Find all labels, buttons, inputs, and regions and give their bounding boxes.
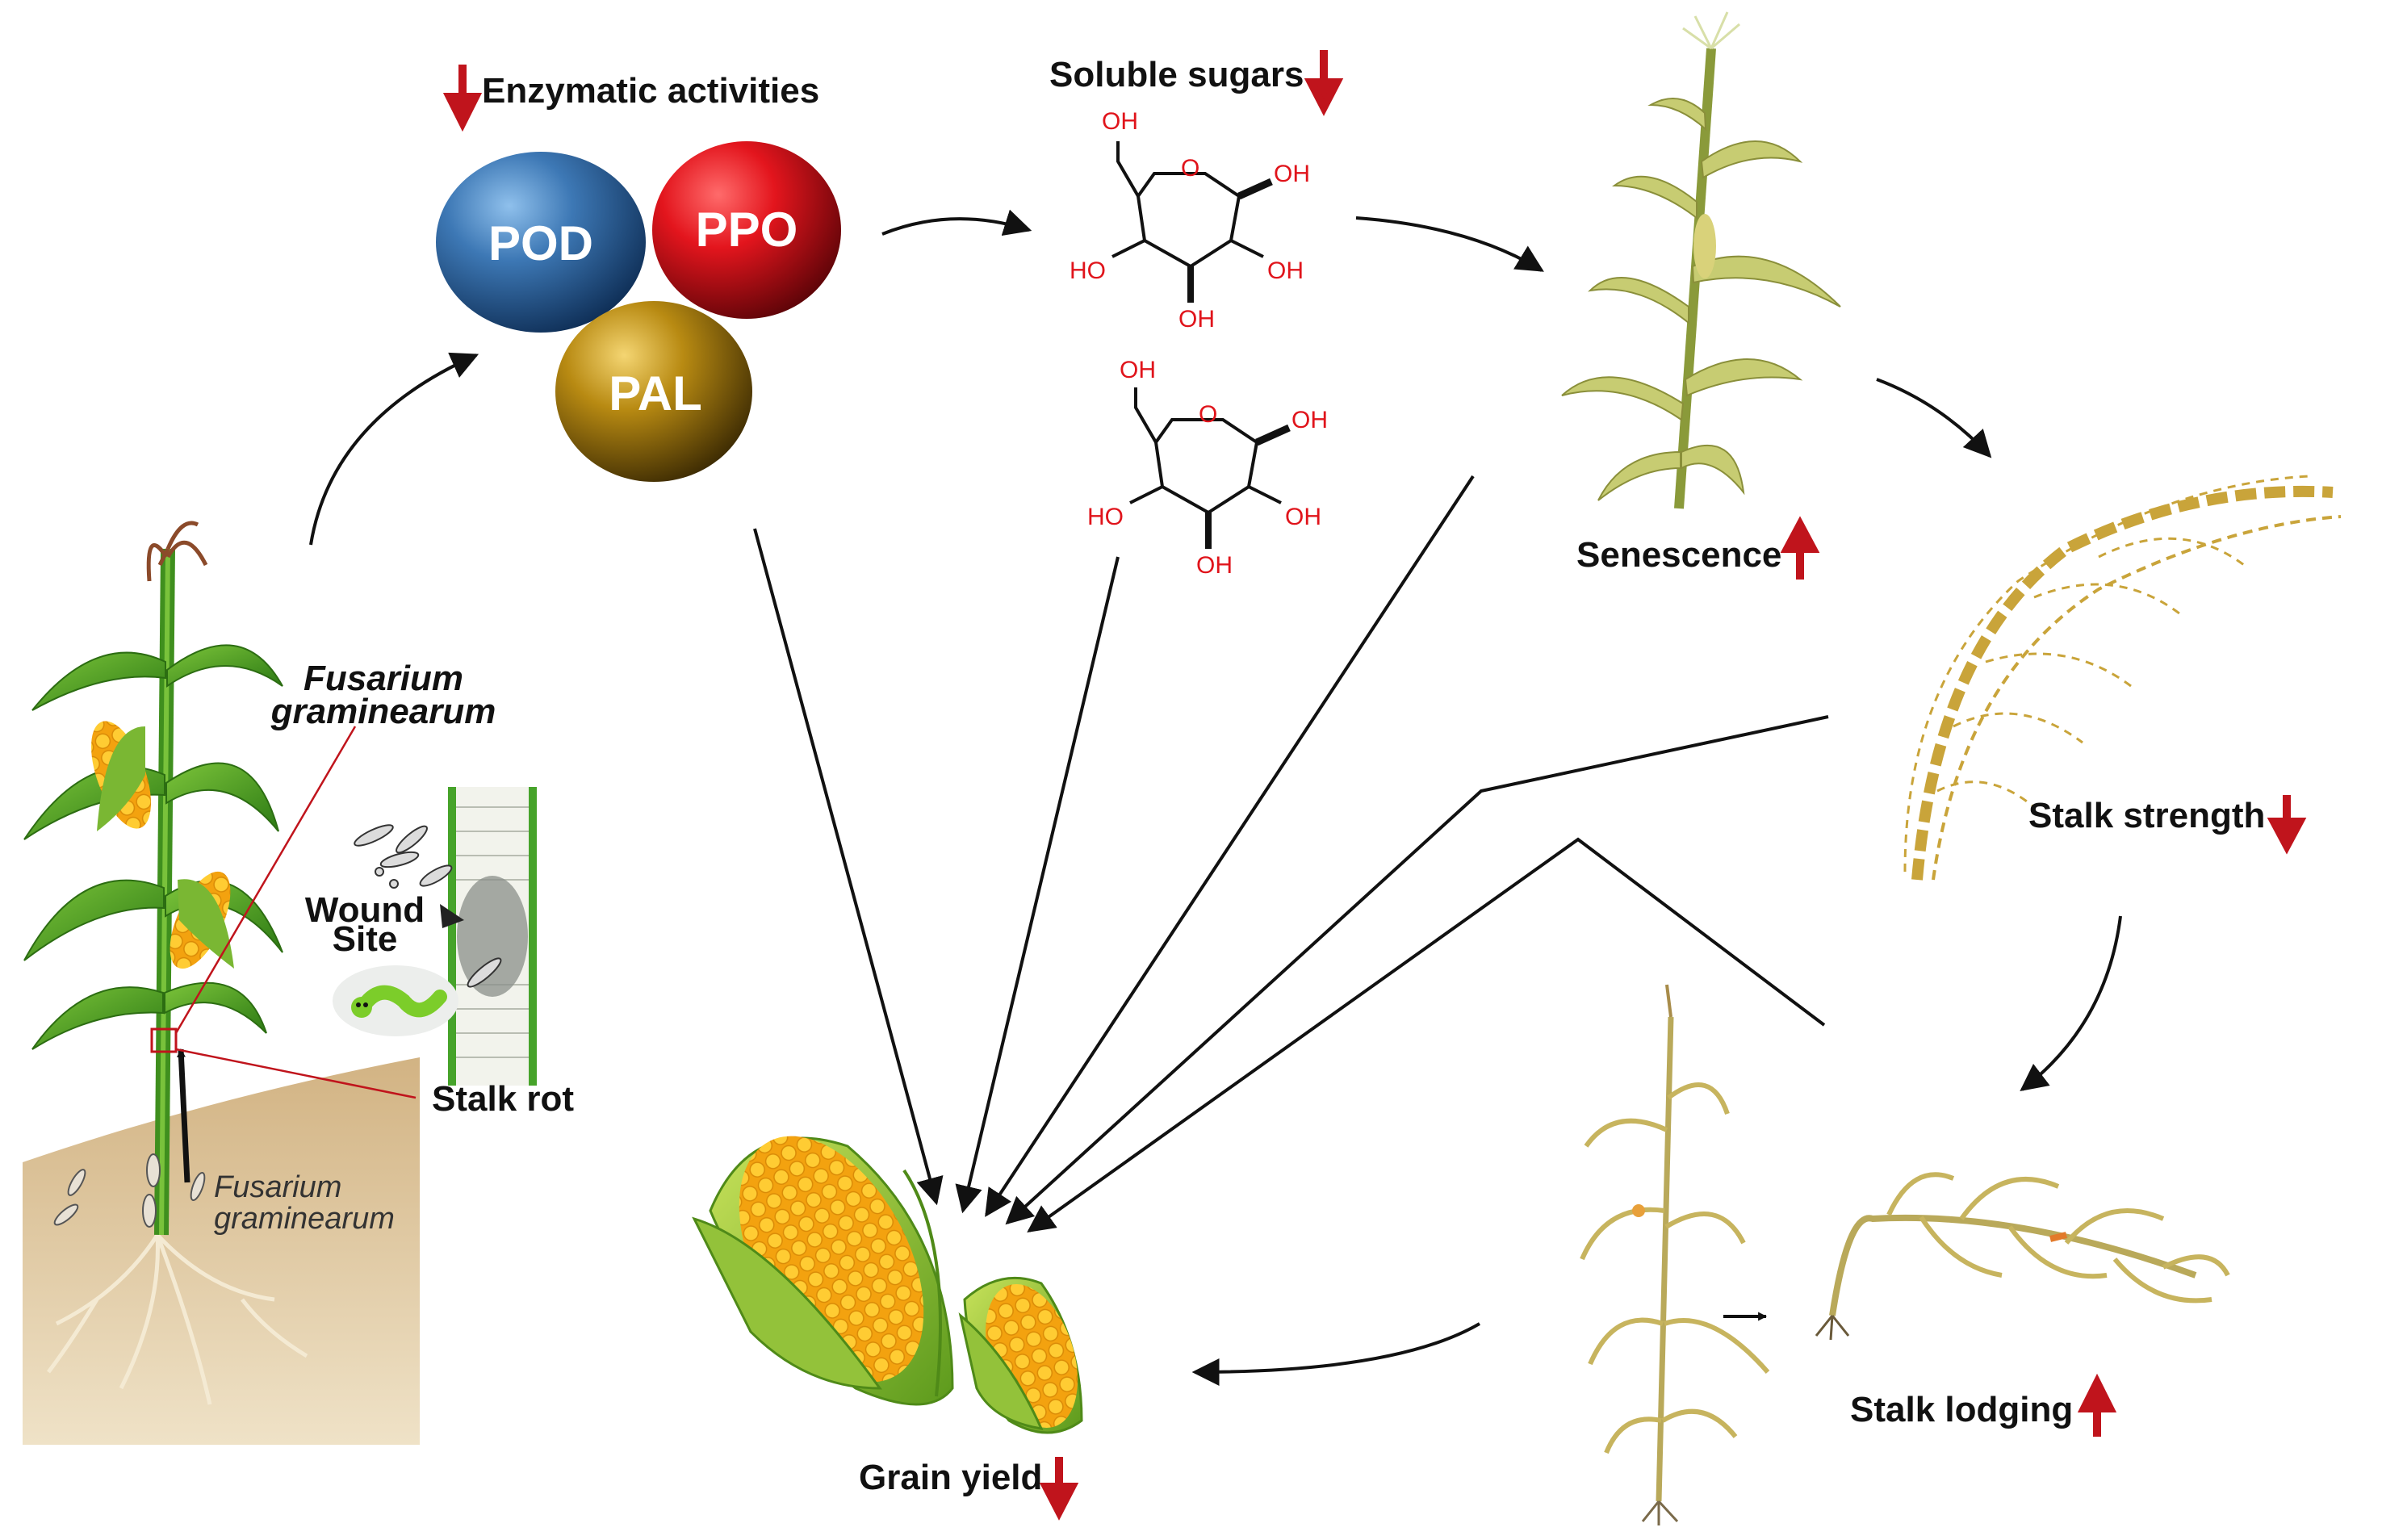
maize-plant-infected-illustration bbox=[23, 521, 420, 1445]
grain-yield-label: Grain yield bbox=[859, 1458, 1042, 1497]
larva-icon bbox=[333, 965, 458, 1036]
arrow-strength-to-lodging bbox=[2020, 915, 2122, 1092]
arrow-senescence-to-strength bbox=[1876, 378, 1992, 458]
mol2-ho-left: HO bbox=[1087, 504, 1124, 530]
pod-sphere bbox=[436, 152, 646, 333]
stalk-lodging-up-arrow-icon bbox=[2077, 1373, 2117, 1437]
senescing-plant-illustration bbox=[1561, 11, 1841, 509]
senescence-label: Senescence bbox=[1576, 535, 1781, 575]
enzyme-spheres: POD PPO PAL bbox=[436, 141, 841, 482]
pod-label: POD bbox=[488, 216, 593, 270]
mol1-oh-right: OH bbox=[1267, 257, 1304, 284]
roots-icon bbox=[1815, 1315, 1850, 1341]
bending-stalk-illustration bbox=[1903, 475, 2342, 881]
stalk-rot-zoom-box bbox=[150, 1027, 178, 1053]
spore-icons bbox=[53, 1153, 206, 1228]
mol2-oh-right-top: OH bbox=[1291, 407, 1328, 433]
stalk-lodging-label: Stalk lodging bbox=[1850, 1390, 2073, 1429]
mol1-ho-left: HO bbox=[1070, 257, 1106, 284]
soil-fusarium-label-line2: graminearum bbox=[214, 1202, 395, 1236]
glucose-molecule-2: O OH OH HO OH OH bbox=[1087, 357, 1328, 579]
stalk-strength-label: Stalk strength bbox=[2028, 796, 2265, 835]
pal-sphere bbox=[555, 301, 752, 482]
wound-site-label-line1: Wound bbox=[305, 890, 425, 930]
ppo-label: PPO bbox=[696, 203, 798, 257]
arrow-strength-to-yield bbox=[1005, 715, 1829, 1225]
senescence-up-arrow-icon bbox=[1780, 516, 1820, 580]
fusarium-label-line2: graminearum bbox=[270, 692, 496, 731]
flow-arrows bbox=[309, 209, 2122, 1386]
roots-icon bbox=[1641, 1500, 1679, 1525]
enzyme-down-arrow-icon bbox=[442, 65, 483, 132]
arrow-sugars-to-yield bbox=[955, 556, 1120, 1214]
arrow-senescence-to-yield bbox=[985, 475, 1475, 1217]
ppo-sphere bbox=[652, 141, 841, 319]
roots-icon bbox=[46, 1233, 308, 1405]
stalk-strength-down-arrow-icon bbox=[2267, 795, 2307, 855]
mol2-oh-right: OH bbox=[1285, 504, 1321, 530]
mol1-oh-right-top: OH bbox=[1274, 161, 1310, 187]
pathogen-ascent-arrow bbox=[176, 1048, 190, 1183]
enzymatic-activities-label: Enzymatic activities bbox=[482, 71, 819, 111]
arrow-lodging-to-yield bbox=[1191, 1322, 1481, 1386]
stalk-rot-label: Stalk rot bbox=[432, 1079, 574, 1119]
upright-dry-plant-illustration bbox=[1580, 984, 1770, 1525]
arrow-lodging-to-yield-direct bbox=[1027, 837, 1826, 1232]
corn-cobs-illustration bbox=[692, 1136, 1083, 1434]
svg-text:O: O bbox=[1199, 401, 1217, 428]
soil-fusarium-label-line1: Fusarium bbox=[214, 1170, 341, 1204]
mol1-oh-bottom: OH bbox=[1178, 306, 1215, 333]
svg-text:O: O bbox=[1181, 155, 1199, 182]
arrow-infection-to-enzymes bbox=[309, 352, 479, 546]
arrow-sugars-to-senescence bbox=[1355, 216, 1544, 272]
fusarium-label-line1: Fusarium bbox=[304, 659, 463, 698]
wound-site-label-line2: Site bbox=[333, 919, 398, 959]
mol2-oh-bottom: OH bbox=[1196, 552, 1233, 579]
sugars-down-arrow-icon bbox=[1304, 50, 1344, 116]
maize-leaves bbox=[23, 644, 283, 1050]
maize-ear-icon bbox=[91, 721, 234, 969]
stalk-cross-section-inset bbox=[333, 787, 537, 1086]
grain-yield-down-arrow-icon bbox=[1039, 1457, 1079, 1521]
soluble-sugars-label: Soluble sugars bbox=[1049, 55, 1304, 94]
mol2-oh-top: OH bbox=[1120, 357, 1156, 383]
pal-label: PAL bbox=[609, 366, 702, 421]
arrow-enzymes-to-yield bbox=[753, 528, 944, 1206]
soil-block bbox=[23, 1057, 420, 1445]
arrow-enzymes-to-sugars bbox=[881, 209, 1032, 236]
tassel-icon bbox=[146, 521, 208, 582]
glucose-molecule-1: O OH OH HO OH OH bbox=[1070, 108, 1310, 333]
mol1-oh-top: OH bbox=[1102, 108, 1138, 135]
lodged-plant-illustration bbox=[1815, 1172, 2230, 1341]
